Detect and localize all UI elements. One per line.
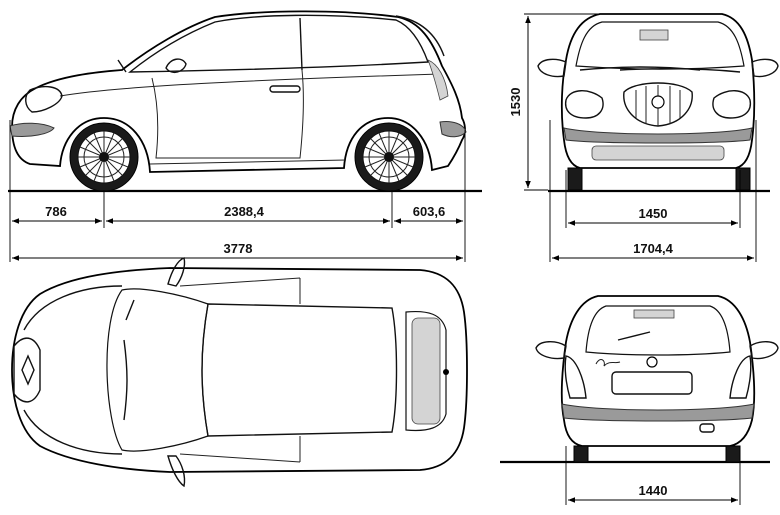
dim-wheelbase: 2388,4 [224,204,265,219]
side-front-bumper [9,122,55,137]
side-taillight [427,59,449,101]
front-wiper [579,66,741,73]
dim-front-track: 1450 [639,206,668,221]
rear-model-script [595,359,621,367]
top-door-line-right [179,436,301,463]
top-wipers [123,299,135,421]
rear-taillight-right [729,355,752,399]
side-spoiler [395,15,445,57]
front-mirror-sticker [639,29,669,41]
front-tyre-left [567,167,583,191]
top-front-logo-icon [21,354,35,386]
front-bumper [563,127,753,144]
top-view [11,257,468,488]
front-logo-icon [651,95,665,109]
front-mirror-right [751,58,779,78]
rear-taillight-left [564,355,587,399]
rear-bumper [561,403,755,422]
side-front-wheel [69,122,139,192]
front-view: 1530 1450 1704,4 [508,13,779,262]
rear-exhaust [699,423,715,433]
rear-logo-icon [646,356,658,368]
top-roof [201,303,398,437]
rear-body-outline [560,295,756,447]
front-headlight-left [564,90,604,119]
dim-length: 3778 [224,241,253,256]
side-rear-hub-icon [384,152,394,162]
dim-front-overhang: 786 [45,204,67,219]
side-door-handle [269,85,301,93]
front-windscreen [575,21,745,70]
front-mirror-left [537,58,567,78]
side-b-pillar [299,17,303,71]
dim-height: 1530 [508,88,523,117]
side-rear-bumper [439,121,467,138]
top-front-face [13,337,41,403]
dim-rear-overhang: 603,6 [413,204,446,219]
rear-mirror-right [749,341,779,360]
side-front-hub-icon [99,152,109,162]
side-headlight [25,85,63,113]
side-body-outline [11,10,466,173]
side-rear-wheel [354,122,424,192]
top-windscreen [106,288,209,452]
front-lower-grille [591,145,725,161]
dim-width: 1704,4 [633,241,674,256]
front-grille [623,82,693,127]
top-rear-window-inner [411,317,441,425]
side-sill [149,159,347,165]
side-window-frame [127,14,429,73]
top-body-outline [11,267,468,473]
top-antenna-icon [443,369,449,375]
rear-licence-plate [611,371,693,395]
top-mirror-left [167,257,186,287]
front-headlight-right [712,90,752,119]
front-tyre-right [735,167,751,191]
side-beltline [59,73,441,97]
dim-rear-track: 1440 [639,483,668,498]
top-mirror-right [167,455,186,488]
rear-wiper [617,331,651,341]
top-hood [23,285,123,455]
rear-view: 1440 [500,295,779,505]
side-door-line [151,69,304,159]
rear-tyre-left [573,445,589,463]
top-door-line-left [179,277,301,304]
rear-mirror-left [535,341,567,360]
side-view: 786 2388,4 603,6 3778 [8,10,482,262]
side-mirror [165,58,187,74]
rear-tyre-right [725,445,741,463]
side-antenna [117,59,127,73]
rear-window [585,305,731,356]
rear-brake-light [633,309,675,319]
